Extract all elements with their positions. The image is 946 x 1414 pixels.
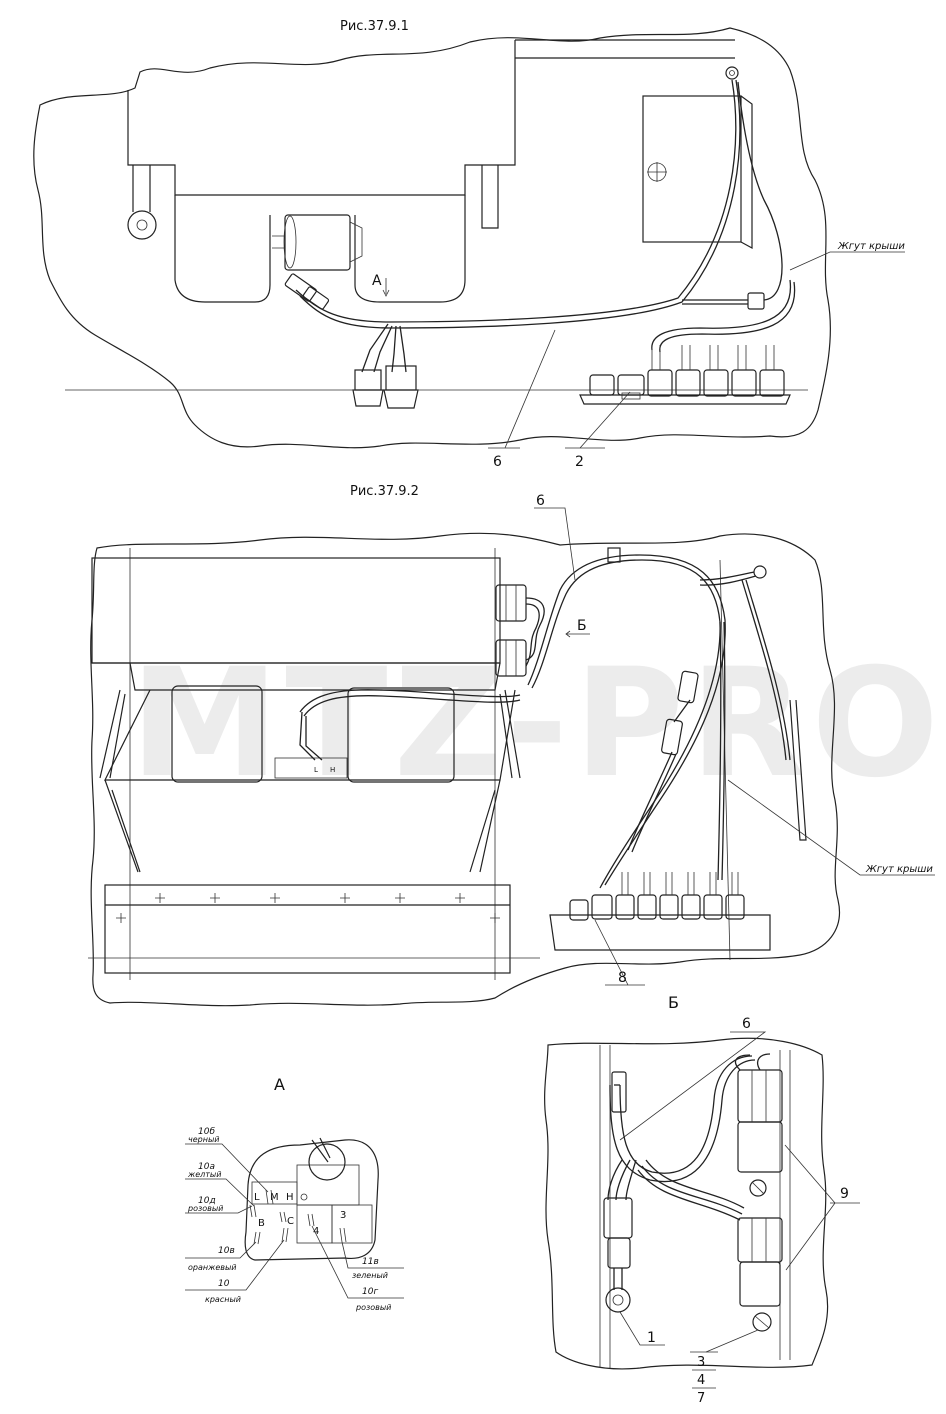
view-b-callout-3: 3: [697, 1355, 705, 1370]
view-b-callout-1: 1: [647, 1330, 656, 1346]
view-a-label-B: B: [258, 1218, 265, 1229]
view-b-detail: Б: [544, 993, 860, 1406]
fig2-harness: [299, 547, 791, 889]
fig1-title: Рис.37.9.1: [340, 19, 409, 34]
view-b-callout-9: 9: [840, 1186, 849, 1202]
view-b-callout-7: 7: [697, 1391, 705, 1406]
view-b-harness: [603, 1053, 783, 1332]
wire-label-code: 10д: [198, 1196, 216, 1206]
fig1-switches-under-heater: [352, 365, 419, 409]
wire-label-color: красный: [205, 1295, 241, 1304]
fig1-torn-outline: [33, 27, 831, 449]
view-a-title: А: [274, 1075, 285, 1094]
fig2-view-marker-b: Б: [577, 618, 587, 634]
fig1-control-box: [642, 95, 753, 250]
fig2-plug-label-right: H: [330, 766, 335, 774]
wire-label-color: розовый: [187, 1204, 223, 1213]
fig2-rail-bolts: [116, 893, 500, 923]
view-a-leaders: [185, 1143, 404, 1299]
fig2-connectors: [495, 584, 545, 677]
fig2-plug-label-left: L: [314, 766, 318, 774]
fig2-roof-structure: L H: [88, 548, 807, 980]
fig1-heater-unit: [127, 39, 735, 303]
fig1-callout-6: 6: [493, 454, 502, 470]
fig2-switch-block: [549, 872, 771, 951]
fig2-title: Рис.37.9.2: [350, 484, 419, 499]
view-a-label-L: L: [254, 1192, 260, 1203]
view-a-label-H: H: [286, 1192, 294, 1203]
wire-label-color: розовый: [355, 1303, 391, 1312]
view-a-label-M: M: [270, 1192, 279, 1203]
view-a-detail: А L M H B C 4 3: [185, 1075, 404, 1312]
fig2-callout-8: 8: [618, 970, 627, 986]
fig1-switch-block: [579, 345, 791, 405]
wire-label-color: оранжевый: [188, 1263, 236, 1272]
fig2-callout-harness-roof: Жгут крыши: [865, 864, 933, 875]
view-b-callout-4: 4: [697, 1373, 705, 1388]
wire-label-code: 10г: [362, 1287, 378, 1297]
wire-label-code: 11в: [362, 1257, 379, 1267]
view-b-title: Б: [668, 993, 679, 1012]
view-a-label-4: 4: [313, 1226, 319, 1237]
wire-label-code: 10б: [198, 1127, 215, 1137]
figure-37-9-1: Рис.37.9.1: [33, 19, 905, 470]
fig2-torn-outline: [90, 532, 840, 1007]
figure-37-9-2: Рис.37.9.2 L H: [88, 484, 935, 1007]
fig1-harness: [284, 79, 796, 373]
fig2-callout-6: 6: [536, 493, 545, 509]
wire-label-color: черный: [188, 1135, 219, 1144]
wire-label-color: желтый: [187, 1170, 221, 1179]
view-a-switch-outline: [244, 1139, 379, 1261]
view-b-torn-outline: [544, 1037, 829, 1370]
view-b-callout-6: 6: [742, 1016, 751, 1032]
view-a-wire-labels: 10б черный 10а желтый 10д розовый 10в ор…: [187, 1127, 391, 1312]
view-a-label-3: 3: [340, 1210, 346, 1221]
watermark: MTZ-PRO: [130, 637, 945, 811]
fig1-callout-2: 2: [575, 454, 584, 470]
fig1-view-marker-a: А: [372, 273, 382, 289]
fig1-callout-harness-roof: Жгут крыши: [837, 241, 905, 252]
wire-label-code: 10: [218, 1279, 230, 1289]
wire-label-code: 10в: [218, 1246, 235, 1256]
wire-label-code: 10а: [198, 1162, 215, 1172]
view-a-label-C: C: [287, 1216, 294, 1227]
fig1-ground-eyelet: [725, 66, 739, 80]
wire-label-color: зеленый: [352, 1271, 388, 1280]
